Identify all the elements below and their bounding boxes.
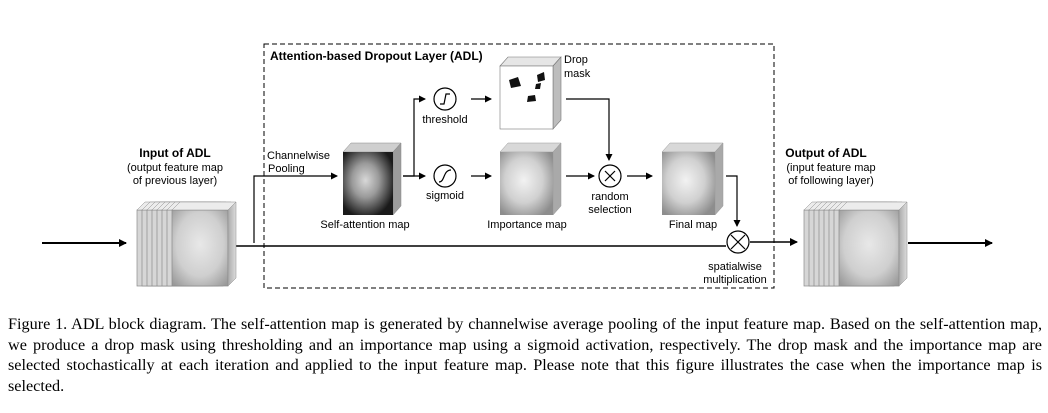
adl-title: Attention-based Dropout Layer (ADL) (270, 49, 483, 63)
spatialwise-label-1: spatialwise (708, 261, 762, 273)
final-map (661, 142, 724, 216)
mask-blob (535, 83, 541, 89)
cross-icon (604, 170, 616, 182)
step-icon (440, 93, 450, 105)
pooling-label-2: Pooling (268, 163, 305, 175)
importance-map (499, 142, 562, 216)
input-subtitle-1: (output feature map (126, 162, 223, 174)
self-attention-map (342, 142, 402, 216)
drop-mask-label-1: Drop (564, 54, 588, 66)
feature-layer-side (898, 201, 908, 287)
output-title: Output of ADL (785, 146, 867, 160)
pooling-label-1: Channelwise (267, 150, 330, 162)
output-subtitle-1: (input feature map (786, 162, 876, 174)
mask-blob (527, 95, 536, 102)
final-label: Final map (668, 219, 718, 231)
times-icon (730, 234, 746, 250)
self-attention-label: Self-attention map (320, 219, 410, 231)
random-selection-label-2: selection (588, 204, 632, 216)
mask-blob (537, 72, 545, 82)
final-to-multiply-arrow (726, 175, 741, 227)
mask-blob (509, 77, 521, 88)
sigmoid-op (433, 164, 457, 188)
adl-container (263, 43, 775, 289)
input-title: Input of ADL (139, 146, 211, 160)
feature-layer-side (227, 201, 237, 287)
pooling-arrow (253, 172, 338, 243)
sigmoid-label: sigmoid (426, 190, 464, 202)
figure-caption: Figure 1. ADL block diagram. The self-at… (8, 315, 1042, 395)
adl-block-diagram (42, 43, 993, 289)
feature-layer (171, 201, 237, 287)
random-selection-label-1: random (591, 191, 629, 203)
input-subtitle-2: of previous layer) (132, 175, 218, 187)
output-feature-stack (803, 201, 908, 287)
drop-mask-label-2: mask (564, 68, 591, 80)
output-subtitle-2: of following layer) (788, 175, 874, 187)
input-feature-stack (136, 201, 237, 287)
threshold-branch-line (403, 95, 426, 177)
spatialwise-label-2: multiplication (703, 274, 767, 286)
threshold-label: threshold (422, 114, 468, 126)
feature-layer (838, 201, 908, 287)
drop-mask (499, 56, 562, 130)
mask-to-selection-arrow (566, 98, 613, 161)
sigmoid-icon (438, 169, 452, 183)
importance-label: Importance map (487, 219, 567, 231)
